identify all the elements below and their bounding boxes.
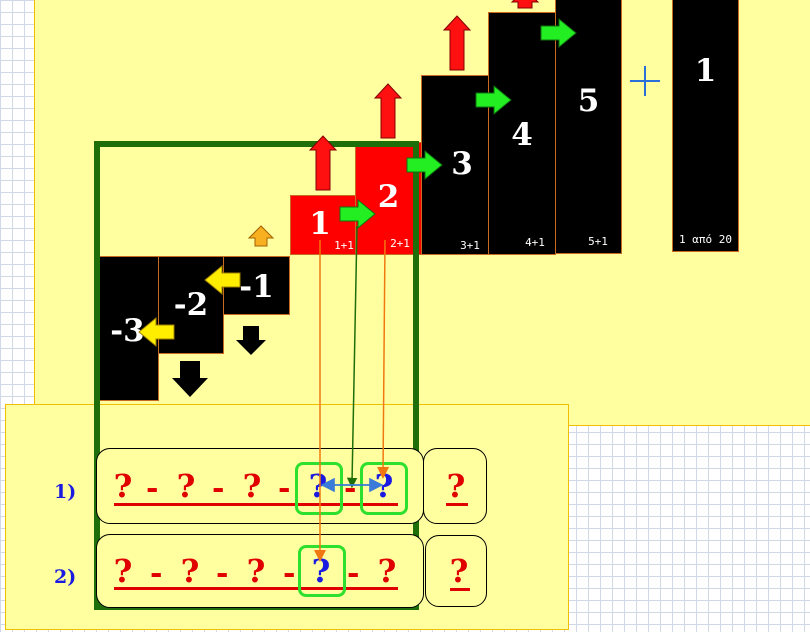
step-bar-5[interactable]: 5 5+1	[555, 0, 622, 254]
red-up-arrow-icon	[373, 83, 403, 139]
row-2-minus-3: -	[283, 556, 296, 591]
red-up-arrow-icon	[308, 135, 338, 191]
row-1-result[interactable]: ?	[446, 467, 466, 505]
row-2-cell-3[interactable]: ?	[246, 552, 266, 590]
row-2-cell-5[interactable]: ?	[377, 552, 397, 590]
row-2-result-box	[425, 535, 487, 607]
row-1-cell-3[interactable]: ?	[242, 467, 262, 505]
counter-caption: 1 από 20	[679, 233, 732, 246]
row-1-label: 1)	[54, 481, 77, 503]
row-2-label: 2)	[54, 566, 77, 588]
step-value: 1	[309, 206, 331, 242]
crosshair-icon	[630, 66, 660, 96]
red-up-arrow-icon	[510, 0, 540, 9]
row-2-cell-1[interactable]: ?	[113, 552, 133, 590]
step-value: 3	[451, 146, 473, 182]
row-2-cell-2[interactable]: ?	[180, 552, 200, 590]
row-1-minus-1: -	[146, 471, 159, 506]
step-value: 2	[377, 179, 400, 215]
row-2-minus-2: -	[216, 556, 229, 591]
step-sublabel: 3+1	[460, 239, 480, 252]
step-value: -2	[173, 287, 209, 323]
counter-bar[interactable]: 1 1 από 20	[672, 0, 739, 252]
row-1-result-underline	[446, 503, 468, 506]
row-1-minus-3: -	[278, 471, 291, 506]
step-sublabel: 5+1	[588, 235, 608, 248]
row-2-highlight-cell-4	[298, 545, 346, 597]
step-sublabel: 4+1	[525, 236, 545, 249]
step-bar-neg3[interactable]: -3	[96, 256, 159, 401]
row-2-result-underline	[450, 588, 470, 591]
step-bar-4[interactable]: 4 4+1	[488, 12, 556, 255]
black-down-arrow-icon	[172, 361, 208, 397]
step-bar-1[interactable]: 1 1+1	[290, 195, 356, 255]
step-sublabel: 1+1	[334, 239, 354, 252]
row-1-cell-2[interactable]: ?	[176, 467, 196, 505]
orange-up-arrow-icon	[247, 225, 275, 247]
row-2-minus-4: -	[347, 556, 360, 591]
step-value: -1	[239, 269, 274, 305]
step-value: 5	[577, 83, 600, 119]
counter-value: 1	[694, 53, 717, 89]
green-right-arrow-icon	[540, 17, 577, 49]
green-right-arrow-icon	[475, 84, 512, 116]
row-1-cell-1[interactable]: ?	[113, 467, 133, 505]
red-up-arrow-icon	[442, 15, 472, 71]
step-sublabel: 2+1	[390, 237, 410, 250]
row-2-underline	[114, 587, 398, 590]
step-value: 4	[511, 117, 533, 153]
green-right-arrow-icon	[406, 149, 443, 181]
row-1-result-box	[423, 448, 487, 524]
yellow-left-arrow-icon	[138, 316, 175, 348]
green-right-arrow-icon	[339, 198, 376, 230]
black-down-arrow-icon	[236, 326, 266, 355]
row-1-minus-2: -	[212, 471, 225, 506]
green-connector	[346, 225, 358, 489]
step-value: -3	[110, 313, 145, 349]
row-2-minus-1: -	[150, 556, 163, 591]
row-2-cell-4[interactable]: ?	[311, 552, 331, 590]
row-1-underline	[114, 503, 398, 506]
yellow-left-arrow-icon	[204, 264, 241, 296]
row-2-box	[96, 534, 424, 608]
orange-connector-2	[377, 239, 390, 479]
row-2-result[interactable]: ?	[449, 552, 469, 590]
